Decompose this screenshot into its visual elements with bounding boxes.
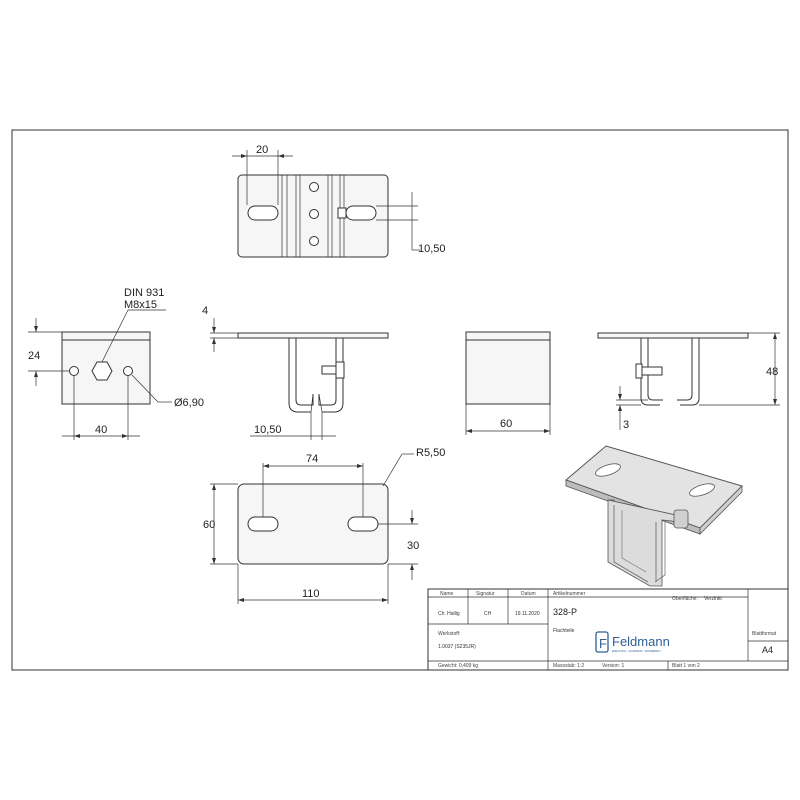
tb-value-description: Flachteile (553, 628, 575, 634)
tb-header-signature: Signatur (476, 591, 495, 597)
brand-name: Feldmann (612, 634, 670, 649)
dim-plate-height: 60 (203, 519, 215, 531)
brand-logo-letter: F (599, 636, 607, 651)
dim-front-spec-line2: M8x15 (124, 299, 157, 311)
dim-side-width: 60 (500, 418, 512, 430)
dim-plate-slot-offset: 30 (407, 540, 419, 552)
top-view (232, 150, 420, 258)
tb-value-article-number: 328-P (553, 607, 577, 617)
dim-profile-plate-thickness: 4 (202, 305, 208, 317)
dim-right-thickness: 3 (623, 419, 629, 431)
tb-header-sheet: Blatt 1 von 2 (672, 663, 700, 669)
dim-top-width: 20 (256, 144, 268, 156)
tb-header-material: Werkstoff: (438, 631, 460, 637)
tb-header-surface: Oberfläche: (672, 596, 698, 602)
tb-value-sheet-format: A4 (762, 645, 773, 655)
tb-header-version: Version: 1 (602, 663, 624, 669)
tb-value-name: Ch. Hallig (438, 611, 460, 617)
profile-view (210, 318, 389, 440)
dim-plate-corner-radius: R5,50 (416, 447, 445, 459)
tb-value-material: 1.0037 (S235JR) (438, 644, 476, 650)
tb-header-article-number: Artikelnummer (553, 591, 586, 597)
isometric-view (565, 445, 743, 587)
dim-profile-channel-width: 10,50 (254, 424, 282, 436)
plate-view (210, 453, 418, 604)
side-view (465, 331, 551, 435)
right-view (597, 332, 780, 430)
dim-front-height: 24 (28, 350, 40, 362)
tb-header-name: Name (440, 591, 454, 597)
tb-value-date: 19.11.2020 (515, 611, 540, 617)
dim-top-slot-offset: 10,50 (418, 243, 446, 255)
tb-value-signature: CH (484, 611, 492, 617)
tb-header-date: Datum (521, 591, 536, 597)
dim-plate-hole-spacing: 74 (306, 453, 318, 465)
tb-header-scale: Massstab: 1:2 (553, 663, 584, 669)
dim-front-hole-spacing: 40 (95, 424, 107, 436)
dim-front-spec-line1: DIN 931 (124, 287, 164, 299)
front-view (28, 309, 172, 440)
dim-plate-width: 110 (302, 588, 320, 600)
tb-header-weight: Gewicht: 0,409 kg (438, 663, 478, 669)
dim-front-hole-diameter: Ø6,90 (174, 397, 204, 409)
title-block (427, 588, 789, 671)
tb-header-sheet-format: Blattformat (752, 631, 777, 637)
tb-value-surface: Verzinkt (704, 596, 722, 602)
dim-right-height: 48 (766, 366, 778, 378)
drawing-frame (11, 129, 789, 671)
brand-tagline: EDELSTAHL · ALUMINIUM · SONDERBAU (612, 650, 661, 653)
